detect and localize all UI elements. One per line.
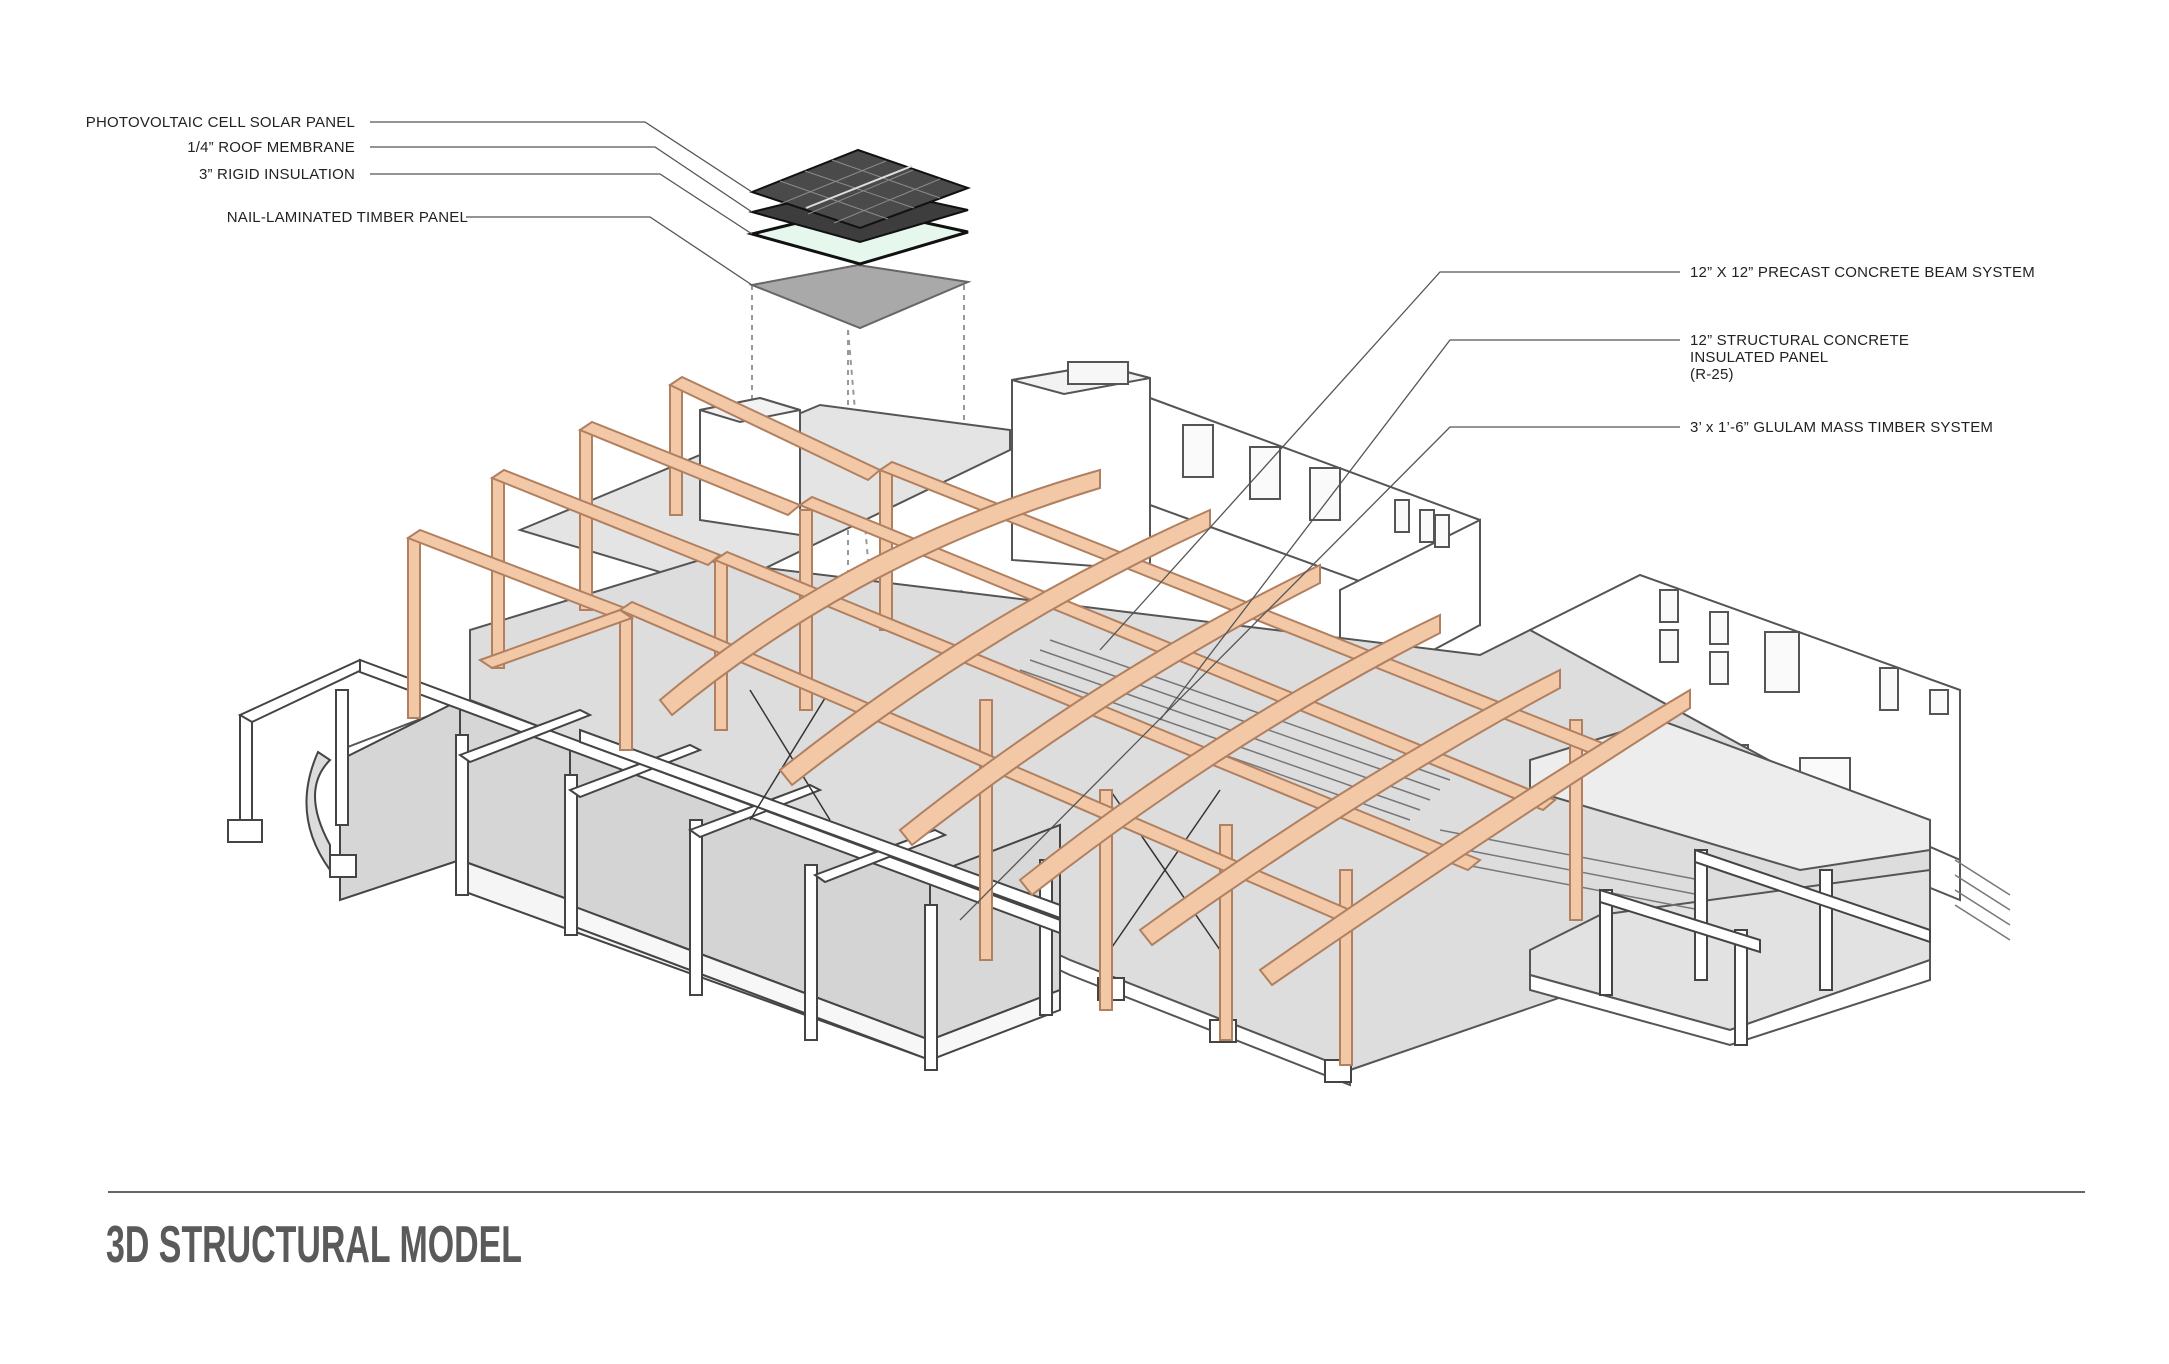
cross-bracing (749, 689, 1221, 951)
page-title: 3D STRUCTURAL MODEL (106, 1216, 522, 1274)
callout-leaders (370, 121, 1680, 921)
pv-panel-label: PHOTOVOLTAIC CELL SOLAR PANEL (86, 114, 355, 131)
sip-label-line2: INSULATED PANEL (1690, 349, 1828, 366)
rigid-insulation-label: 3” RIGID INSULATION (199, 166, 355, 183)
roof-layer-stack (746, 148, 972, 641)
sip-label-line1: 12” STRUCTURAL CONCRETE (1690, 332, 1909, 349)
nlt-panel (748, 263, 972, 330)
precast-beam-label: 12” X 12” PRECAST CONCRETE BEAM SYSTEM (1690, 264, 2035, 281)
callout-labels: PHOTOVOLTAIC CELL SOLAR PANEL 1/4” ROOF … (86, 114, 2035, 436)
solar-panel-layer (749, 148, 971, 230)
roof-membrane-label: 1/4” ROOF MEMBRANE (187, 139, 355, 156)
glulam-timber-system (405, 375, 1691, 1066)
sip-label-line3: (R-25) (1690, 366, 1734, 383)
glulam-label: 3’ x 1’-6” GLULAM MASS TIMBER SYSTEM (1690, 419, 1993, 436)
nlt-panel-label: NAIL-LAMINATED TIMBER PANEL (227, 209, 468, 226)
